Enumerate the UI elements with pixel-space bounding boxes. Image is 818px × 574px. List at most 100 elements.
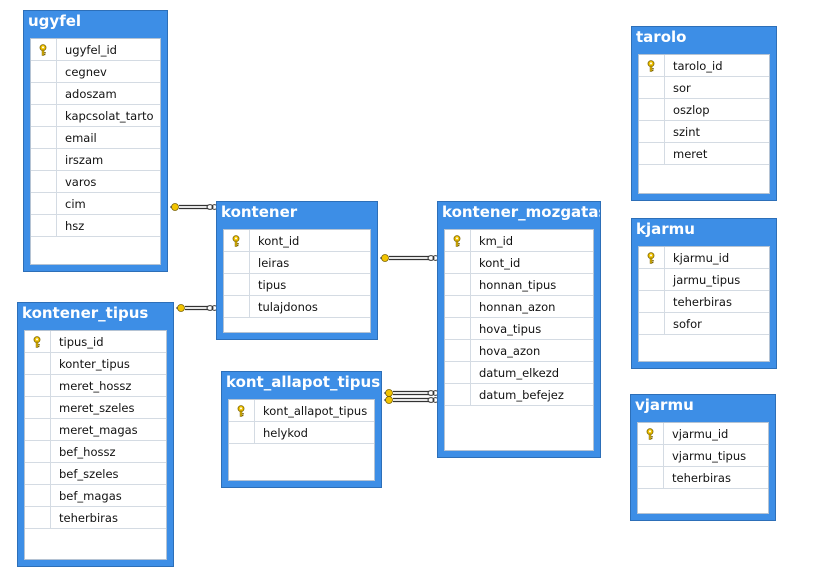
column-row[interactable]: honnan_tipus xyxy=(445,273,593,296)
column-row[interactable]: datum_elkezd xyxy=(445,361,593,384)
column-row[interactable]: jarmu_tipus xyxy=(639,268,769,291)
column-name: email xyxy=(65,130,97,145)
column-row[interactable]: irszam xyxy=(31,148,160,171)
column-name: sor xyxy=(673,80,691,95)
row-selector xyxy=(31,60,57,83)
column-row[interactable]: hsz xyxy=(31,214,160,237)
key-icon xyxy=(639,54,665,77)
column-row[interactable]: vjarmu_id xyxy=(638,422,768,445)
table-vjarmu[interactable]: vjarmu vjarmu_id vjarmu_tipus teherbiras xyxy=(630,394,776,521)
row-selector xyxy=(25,396,51,419)
table-title: kontener_tipus xyxy=(22,304,149,322)
table-title: kont_allapot_tipus xyxy=(226,373,381,391)
row-selector xyxy=(31,126,57,149)
column-row[interactable]: km_id xyxy=(445,229,593,252)
column-name: kont_allapot_tipus xyxy=(263,403,368,418)
column-row[interactable]: honnan_azon xyxy=(445,295,593,318)
column-row[interactable]: meret_magas xyxy=(25,418,166,441)
table-title: vjarmu xyxy=(635,396,694,414)
column-row[interactable]: kont_id xyxy=(224,229,370,252)
column-row[interactable]: cegnev xyxy=(31,60,160,83)
column-row[interactable]: meret_szeles xyxy=(25,396,166,419)
column-name: kjarmu_id xyxy=(673,250,730,265)
column-row[interactable]: bef_magas xyxy=(25,484,166,507)
row-selector xyxy=(639,290,665,313)
column-row[interactable]: adoszam xyxy=(31,82,160,105)
key-icon xyxy=(445,229,471,252)
row-selector xyxy=(25,352,51,375)
column-row[interactable]: meret xyxy=(639,142,769,165)
row-selector xyxy=(445,317,471,340)
column-row[interactable]: tipus xyxy=(224,273,370,296)
column-row[interactable]: tarolo_id xyxy=(639,54,769,77)
column-name: oszlop xyxy=(673,102,710,117)
column-row[interactable]: cim xyxy=(31,192,160,215)
row-selector xyxy=(31,170,57,193)
column-row[interactable]: hova_tipus xyxy=(445,317,593,340)
column-name: tipus_id xyxy=(59,334,104,349)
column-name: tulajdonos xyxy=(258,299,318,314)
row-selector xyxy=(445,383,471,406)
row-selector xyxy=(31,192,57,215)
column-name: tipus xyxy=(258,277,287,292)
column-name: varos xyxy=(65,174,97,189)
column-row[interactable]: hova_azon xyxy=(445,339,593,362)
column-name: hsz xyxy=(65,218,85,233)
column-row[interactable]: meret_hossz xyxy=(25,374,166,397)
column-row[interactable]: kont_allapot_tipus xyxy=(229,399,374,422)
row-selector xyxy=(31,104,57,127)
column-row[interactable]: bef_szeles xyxy=(25,462,166,485)
column-row[interactable]: oszlop xyxy=(639,98,769,121)
column-row[interactable]: szint xyxy=(639,120,769,143)
row-selector xyxy=(224,273,250,296)
row-selector xyxy=(445,273,471,296)
column-name: meret_magas xyxy=(59,422,138,437)
relationship-kont-allapot-tipus-2 xyxy=(384,396,439,404)
column-row[interactable]: teherbiras xyxy=(638,466,768,489)
column-row[interactable]: kapcsolat_tarto xyxy=(31,104,160,127)
table-title: kontener_mozgatas xyxy=(442,203,600,221)
column-name: hova_azon xyxy=(479,343,541,358)
column-row[interactable]: kjarmu_id xyxy=(639,246,769,269)
column-row[interactable]: vjarmu_tipus xyxy=(638,444,768,467)
row-selector xyxy=(445,251,471,274)
column-name: vjarmu_tipus xyxy=(672,448,747,463)
column-row[interactable]: bef_hossz xyxy=(25,440,166,463)
column-row[interactable]: sor xyxy=(639,76,769,99)
column-row[interactable]: varos xyxy=(31,170,160,193)
column-name: bef_hossz xyxy=(59,444,116,459)
column-row[interactable]: leiras xyxy=(224,251,370,274)
column-row[interactable]: teherbiras xyxy=(25,506,166,529)
row-selector xyxy=(31,214,57,237)
row-selector xyxy=(639,120,665,143)
column-row[interactable]: datum_befejez xyxy=(445,383,593,406)
column-row[interactable]: sofor xyxy=(639,312,769,335)
column-row[interactable]: konter_tipus xyxy=(25,352,166,375)
column-row[interactable]: tulajdonos xyxy=(224,295,370,318)
column-row[interactable]: tipus_id xyxy=(25,330,166,353)
column-name: meret xyxy=(673,146,708,161)
column-row[interactable]: email xyxy=(31,126,160,149)
column-name: kont_id xyxy=(258,233,300,248)
column-row[interactable]: helykod xyxy=(229,421,374,444)
table-title: tarolo xyxy=(636,28,687,46)
column-row[interactable]: kont_id xyxy=(445,251,593,274)
column-name: cegnev xyxy=(65,64,107,79)
column-name: meret_hossz xyxy=(59,378,132,393)
row-selector xyxy=(25,440,51,463)
table-title: kjarmu xyxy=(636,220,695,238)
column-row[interactable]: ugyfel_id xyxy=(31,38,160,61)
column-name: datum_elkezd xyxy=(479,365,560,380)
column-row[interactable]: teherbiras xyxy=(639,290,769,313)
column-name: adoszam xyxy=(65,86,117,101)
